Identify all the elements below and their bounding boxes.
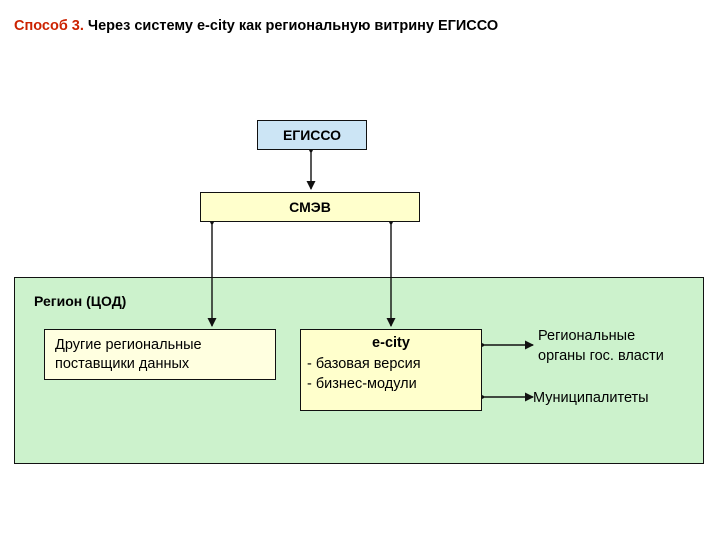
node-ecity-item-1: - базовая версия — [307, 356, 421, 372]
node-smev-label: СМЭВ — [289, 199, 331, 215]
node-egisso-label: ЕГИССО — [282, 127, 342, 143]
page-title: Способ 3. Через систему e-city как регио… — [14, 18, 498, 34]
label-municipalities: Муниципалитеты — [533, 390, 649, 406]
node-egisso[interactable]: ЕГИССО — [257, 120, 367, 150]
node-ecity-item-2: - бизнес-модули — [307, 376, 417, 392]
node-ecity[interactable]: e-city - базовая версия - бизнес-модули — [300, 329, 482, 411]
node-ecity-title: e-city — [372, 335, 410, 351]
node-other-providers-line1: Другие региональные — [55, 336, 202, 353]
node-other-providers[interactable]: Другие региональные поставщики данных — [44, 329, 276, 380]
node-smev[interactable]: СМЭВ — [200, 192, 420, 222]
label-regional-gov-line1: Региональные — [538, 328, 636, 344]
label-regional-gov-line2: органы гос. власти — [538, 348, 664, 364]
region-label: Регион (ЦОД) — [34, 293, 127, 309]
title-accent: Способ 3. — [14, 18, 84, 34]
node-other-providers-line2: поставщики данных — [55, 355, 190, 372]
label-regional-gov: Региональные органы гос. власти — [538, 326, 664, 366]
title-rest: Через систему e-city как региональную ви… — [83, 18, 499, 34]
